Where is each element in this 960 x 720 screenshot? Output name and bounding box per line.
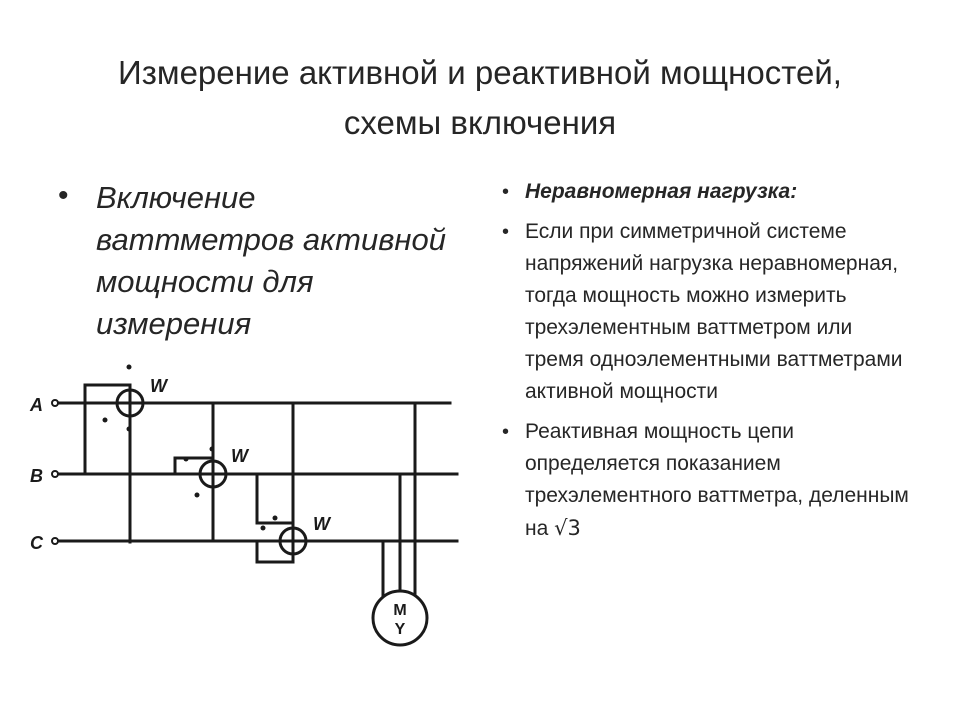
wm3-current-loop [255, 472, 295, 525]
motor-label-bottom: Y [395, 621, 406, 638]
polarity-mark [260, 525, 266, 531]
polarity-mark [102, 417, 108, 423]
title-line-2: схемы включения [343, 104, 617, 141]
bullet-text: Если при симметричной системе напряжений… [525, 220, 903, 403]
wm3-label: W [313, 514, 332, 534]
phase-b-label: B [30, 466, 43, 486]
right-bullet-item-1: • Неравномерная нагрузка: [500, 176, 910, 208]
bullet-text: Реактивная мощность цепи определяется по… [525, 420, 909, 540]
bullet-marker: • [502, 181, 510, 203]
polarity-mark [126, 364, 132, 370]
left-bullet-text: Включение ваттметров активной мощности д… [96, 180, 446, 341]
wattmeter-circuit-diagram: A B C W W W M Y [29, 364, 459, 647]
polarity-mark [183, 456, 189, 462]
bullet-marker: • [58, 179, 69, 212]
polarity-mark [194, 492, 200, 498]
phase-a-label: A [29, 395, 43, 415]
polarity-mark [272, 515, 278, 521]
wm2-label: W [231, 446, 250, 466]
right-bullet-item-3: • Реактивная мощность цепи определяется … [500, 416, 910, 545]
wm2-current-loop [173, 456, 215, 476]
polarity-mark [126, 426, 132, 432]
terminal-a [51, 399, 59, 407]
sqrt-three: √3 [554, 516, 581, 540]
polarity-mark [209, 446, 215, 452]
wm3-return [255, 539, 295, 564]
right-bullet-item-2: • Если при симметричной системе напряжен… [500, 216, 910, 408]
motor-label-top: M [393, 602, 406, 619]
slide-title: Измерение активной и реактивной мощносте… [60, 48, 900, 148]
bullet-marker: • [502, 221, 510, 243]
terminal-c [51, 537, 59, 545]
motor-symbol [371, 589, 429, 647]
title-line-1: Измерение активной и реактивной мощносте… [118, 54, 842, 91]
right-bullet-list: • Неравномерная нагрузка: • Если при сим… [500, 176, 910, 553]
bullet-text: Неравномерная нагрузка: [525, 180, 798, 203]
wm1-label: W [150, 376, 169, 396]
left-bullet-item: • Включение ваттметров активной мощности… [58, 177, 458, 345]
phase-c-label: C [30, 533, 44, 553]
bullet-marker: • [502, 421, 510, 443]
terminal-b [51, 470, 59, 478]
